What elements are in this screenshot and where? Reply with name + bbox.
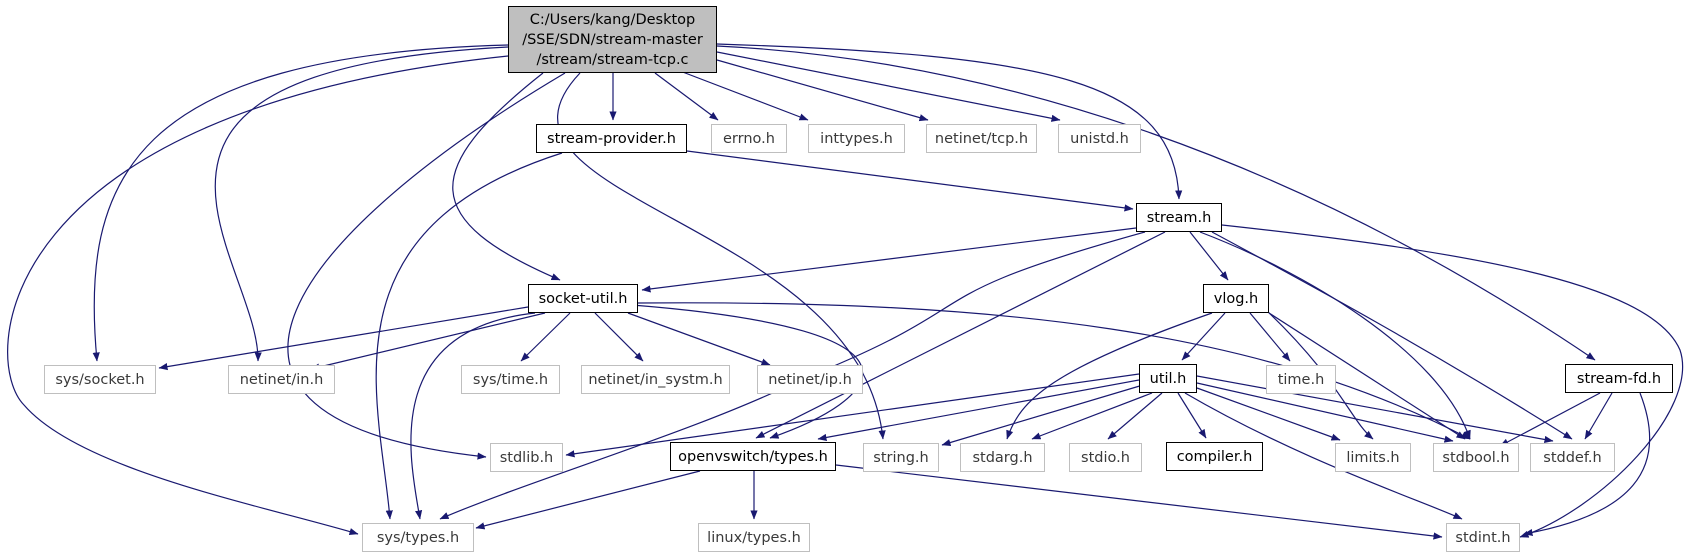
node-linux-types-h[interactable]: linux/types.h xyxy=(698,523,810,552)
edge-stream-tcp-c-to-sys-types-h xyxy=(7,55,509,536)
node-util-h[interactable]: util.h xyxy=(1139,364,1197,393)
edge-stream-h-to-openvswitch-types-h xyxy=(755,231,1166,439)
node-stdio-h[interactable]: stdio.h xyxy=(1069,443,1142,472)
edge-stream-tcp-c-to-inttypes-h xyxy=(679,70,809,121)
node-unistd-h[interactable]: unistd.h xyxy=(1058,124,1141,153)
node-netinet-ip-h[interactable]: netinet/ip.h xyxy=(757,365,863,394)
node-stdlib-h[interactable]: stdlib.h xyxy=(490,443,563,472)
node-stdbool-h[interactable]: stdbool.h xyxy=(1433,443,1519,472)
edge-util-h-to-string-h xyxy=(941,384,1144,447)
edge-stream-tcp-c-to-stream-fd-h xyxy=(716,45,1596,361)
node-stream-tcp-c[interactable]: C:/Users/kang/Desktop /SSE/SDN/stream-ma… xyxy=(508,6,717,73)
node-stream-h[interactable]: stream.h xyxy=(1136,203,1222,232)
node-openvswitch-types-h[interactable]: openvswitch/types.h xyxy=(670,442,836,471)
edge-util-h-to-stdlib-h xyxy=(565,373,1140,458)
edge-stream-tcp-c-to-unistd-h xyxy=(716,51,1061,122)
node-sys-socket-h[interactable]: sys/socket.h xyxy=(44,365,156,394)
edge-socket-util-h-to-netinet-in-systm-h xyxy=(594,312,644,362)
edge-stream-fd-h-to-stdint-h xyxy=(1523,392,1651,537)
edge-socket-util-h-to-sys-time-h xyxy=(520,312,571,362)
node-netinet-in-systm-h[interactable]: netinet/in_systm.h xyxy=(581,365,730,394)
node-sys-time-h[interactable]: sys/time.h xyxy=(461,365,560,394)
edge-socket-util-h-to-netinet-ip-h xyxy=(627,312,771,366)
edge-stream-tcp-c-to-netinet-in-h xyxy=(214,46,509,362)
edge-stream-provider-h-to-stream-h xyxy=(686,150,1134,212)
node-socket-util-h[interactable]: socket-util.h xyxy=(528,284,638,313)
edge-stream-tcp-c-to-errno-h xyxy=(654,72,719,121)
edge-openvswitch-types-h-to-sys-types-h xyxy=(475,470,701,530)
node-limits-h[interactable]: limits.h xyxy=(1335,443,1411,472)
node-compiler-h[interactable]: compiler.h xyxy=(1166,442,1263,471)
node-stdint-h[interactable]: stdint.h xyxy=(1446,523,1520,552)
edge-util-h-to-stdio-h xyxy=(1107,392,1163,440)
edge-vlog-h-to-stdbool-h xyxy=(1268,312,1466,440)
edge-stream-tcp-c-to-stdlib-h xyxy=(287,72,566,460)
root-line-2: /SSE/SDN/stream-master xyxy=(522,31,703,48)
edge-util-h-to-stdint-h xyxy=(1184,392,1463,520)
node-sys-types-h[interactable]: sys/types.h xyxy=(362,523,474,552)
edge-vlog-h-to-stdarg-h xyxy=(1006,312,1213,440)
node-time-h[interactable]: time.h xyxy=(1266,365,1336,394)
edge-socket-util-h-to-sys-types-h xyxy=(410,312,536,520)
edge-stream-tcp-c-to-socket-util-h xyxy=(452,72,561,281)
edge-vlog-h-to-limits-h xyxy=(1264,308,1374,440)
node-inttypes-h[interactable]: inttypes.h xyxy=(808,124,905,153)
node-stream-fd-h[interactable]: stream-fd.h xyxy=(1565,364,1673,393)
edge-socket-util-h-to-stdbool-h xyxy=(637,302,1471,440)
edge-util-h-to-limits-h xyxy=(1196,387,1341,441)
edge-stream-h-to-stddef-h xyxy=(1211,231,1573,440)
node-netinet-tcp-h[interactable]: netinet/tcp.h xyxy=(926,124,1037,153)
node-string-h[interactable]: string.h xyxy=(863,443,939,472)
node-stddef-h[interactable]: stddef.h xyxy=(1530,443,1615,472)
edge-util-h-to-openvswitch-types-h xyxy=(817,379,1140,441)
edge-util-h-to-compiler-h xyxy=(1177,392,1207,439)
edge-stream-tcp-c-to-stream-h xyxy=(716,43,1183,200)
node-errno-h[interactable]: errno.h xyxy=(711,124,787,153)
edge-stream-provider-h-to-sys-types-h xyxy=(375,152,563,520)
edge-vlog-h-to-util-h xyxy=(1181,312,1226,361)
node-netinet-in-h[interactable]: netinet/in.h xyxy=(228,365,335,394)
edge-util-h-to-stdarg-h xyxy=(1031,392,1153,440)
edge-stream-h-to-stdint-h xyxy=(1221,224,1684,538)
edge-stream-tcp-c-to-string-h xyxy=(557,72,886,440)
edge-stream-fd-h-to-stddef-h xyxy=(1584,392,1613,440)
edge-stream-h-to-vlog-h xyxy=(1189,231,1229,281)
edge-util-h-to-stdbool-h xyxy=(1196,382,1454,443)
node-vlog-h[interactable]: vlog.h xyxy=(1203,284,1269,313)
edge-openvswitch-types-h-to-stdint-h xyxy=(835,464,1443,540)
root-line-3: /stream/stream-tcp.c xyxy=(536,51,689,68)
node-stream-provider-h[interactable]: stream-provider.h xyxy=(536,124,687,153)
edge-util-h-to-stddef-h xyxy=(1196,375,1554,444)
root-line-1: C:/Users/kang/Desktop xyxy=(529,11,696,28)
node-stdarg-h[interactable]: stdarg.h xyxy=(960,443,1045,472)
edge-socket-util-h-to-netinet-in-h xyxy=(310,312,546,371)
edge-stream-tcp-c-to-sys-socket-h xyxy=(92,44,509,362)
edge-stream-fd-h-to-stdbool-h xyxy=(1499,392,1601,447)
edge-stream-h-to-socket-util-h xyxy=(641,227,1137,293)
edge-vlog-h-to-time-h xyxy=(1249,312,1291,362)
edge-stream-h-to-stdbool-h xyxy=(1199,231,1471,440)
edge-stream-tcp-c-to-netinet-tcp-h xyxy=(716,59,929,122)
edge-socket-util-h-to-sys-socket-h xyxy=(158,306,529,371)
